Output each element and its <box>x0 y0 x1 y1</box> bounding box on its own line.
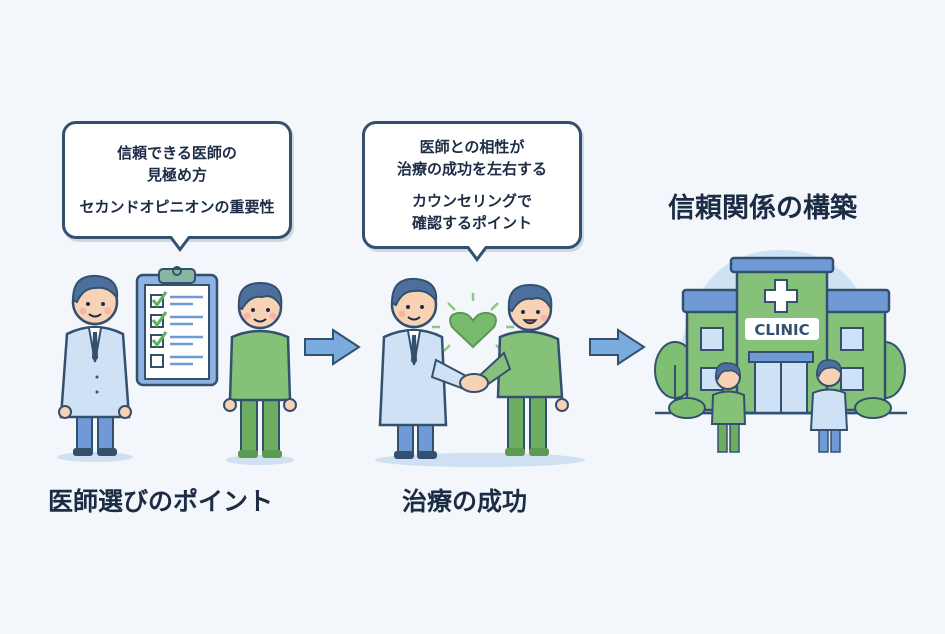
bubble-line: 確認するポイント <box>411 214 532 232</box>
heart-icon <box>449 311 497 349</box>
arrow-right-icon <box>303 328 361 366</box>
bubble-line: 医師との相性が <box>419 138 525 156</box>
bubble-line: 見極め方 <box>146 166 207 184</box>
clinic-sign: CLINIC <box>754 321 809 339</box>
patient-figure-icon <box>222 275 298 465</box>
bubble-line: 信頼できる医師の <box>117 144 237 162</box>
caption-treatment-success: 治療の成功 <box>402 487 528 516</box>
doctor-figure-icon <box>809 359 849 453</box>
clinic-building-icon: CLINIC <box>645 240 915 465</box>
bubble-line: 治療の成功を左右する <box>396 160 547 178</box>
speech-bubble-doctor-selection: 信頼できる医師の 見極め方 セカンドオピニオンの重要性 <box>62 121 292 252</box>
handshake-scene-icon <box>370 265 590 470</box>
speech-bubble-compatibility: 医師との相性が 治療の成功を左右する カウンセリングで 確認するポイント <box>362 121 582 262</box>
arrow-right-icon <box>588 328 646 366</box>
caption-doctor-selection: 医師選びのポイント <box>48 487 274 516</box>
bubble-line: カウンセリングで <box>411 192 532 210</box>
bubble-line: セカンドオピニオンの重要性 <box>79 198 275 216</box>
checklist-clipboard-icon <box>135 265 220 387</box>
doctor-figure-icon <box>55 262 135 462</box>
title-trust-building: 信頼関係の構築 <box>668 193 857 224</box>
patient-figure-icon <box>710 362 747 453</box>
